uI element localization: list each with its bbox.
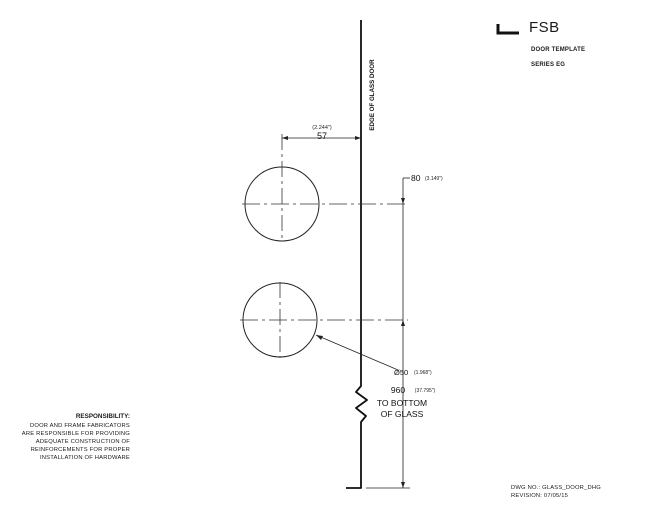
diameter-leader — [315, 334, 399, 371]
offset-arrow-left — [282, 136, 288, 140]
spacing-inches: (3.149") — [425, 176, 443, 182]
responsibility-line: INSTALLATION OF HARDWARE — [39, 455, 130, 461]
offset-inches: (2.244") — [312, 125, 332, 131]
responsibility-line: ARE RESPONSIBLE FOR PROVIDING — [21, 431, 130, 437]
arrow-80-top — [401, 198, 405, 204]
height-note-line2: OF GLASS — [381, 409, 424, 419]
door-edge-line — [346, 20, 368, 489]
responsibility-line: ADEQUATE CONSTRUCTION OF — [35, 439, 130, 445]
diameter-mm: Ø50 — [394, 368, 408, 377]
series-label: SERIES EG — [531, 62, 566, 68]
responsibility-line: DOOR AND FRAME FABRICATORS — [29, 423, 130, 429]
spacing-mm: 80 — [411, 173, 421, 183]
height-inches: (37.795") — [415, 388, 436, 394]
diameter-leader-arrow — [316, 335, 323, 340]
document-title: DOOR TEMPLATE — [531, 47, 586, 53]
edge-of-glass-door-label: EDGE OF GLASS DOOR — [369, 59, 376, 131]
height-mm: 960 — [391, 385, 405, 395]
diameter-inches: (1.968") — [414, 370, 432, 376]
responsibility-line: REINFORCEMENTS FOR PROPER — [30, 447, 130, 453]
height-note-line1: TO BOTTOM — [377, 398, 427, 408]
responsibility-title: RESPONSIBILITY: — [75, 413, 130, 420]
offset-arrow-right — [355, 136, 361, 140]
arrow-80-bottom — [401, 320, 405, 326]
fsb-logo-mark — [496, 24, 519, 35]
brand-name: FSB — [529, 19, 560, 36]
revision-date: REVISION: 07/05/15 — [511, 493, 569, 499]
drawing-number: DWG NO.: GLASS_DOOR_DHG — [511, 485, 601, 491]
arrow-960-bottom — [401, 482, 405, 488]
offset-mm: 57 — [317, 131, 327, 141]
